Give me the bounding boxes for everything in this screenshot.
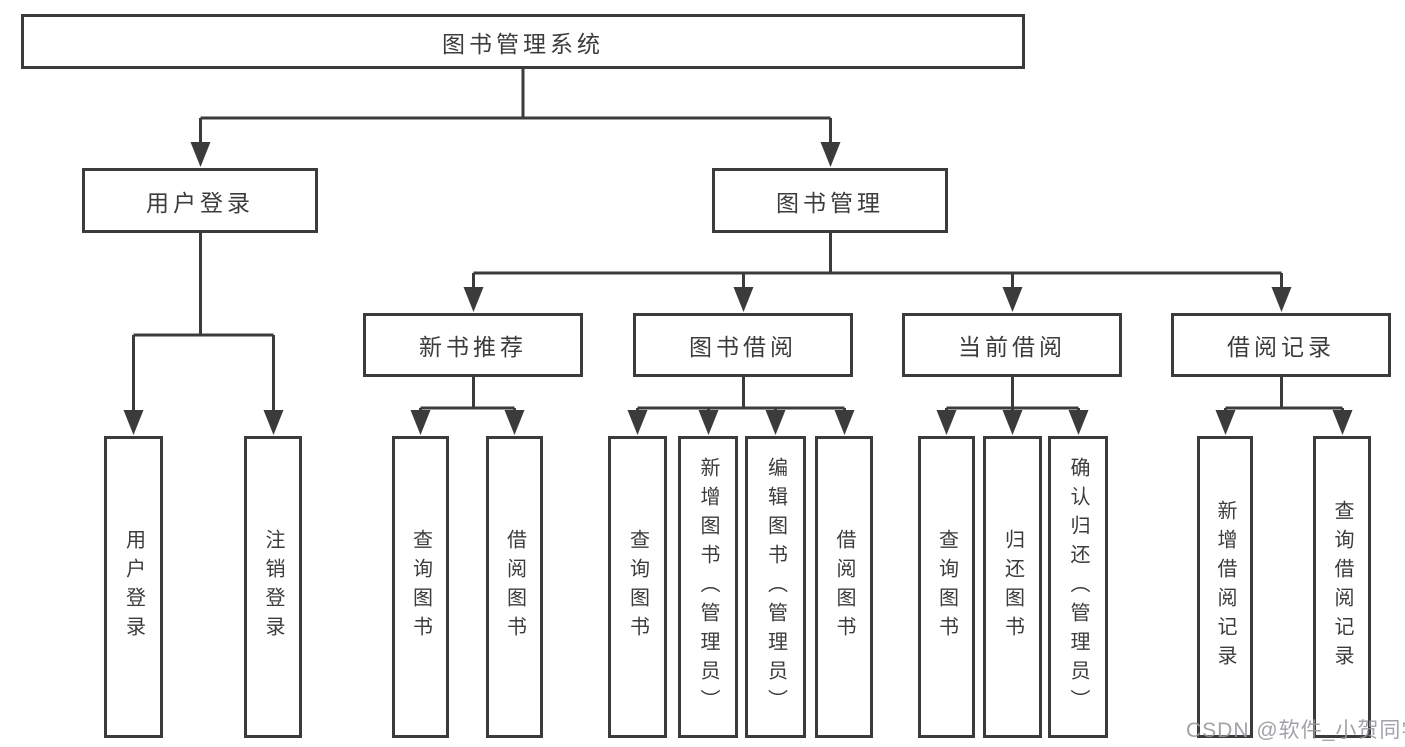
leaf-query-books-current: 查询图书: [918, 436, 975, 738]
arrowheads: [123, 142, 1353, 435]
node-label: 查询借阅记录: [1331, 500, 1353, 674]
arrow-down-icon: [263, 410, 284, 435]
leaf-query-borrow-record: 查询借阅记录: [1313, 436, 1371, 738]
arrow-down-icon: [463, 287, 484, 312]
node-label: 用户登录: [146, 189, 254, 216]
node-book-management: 图书管理: [712, 168, 948, 233]
arrow-down-icon: [1068, 410, 1089, 435]
connector-new-book-recommend: [419, 377, 516, 413]
node-label: 注销登录: [262, 529, 284, 645]
node-label: 查询图书: [409, 529, 432, 645]
arrow-down-icon: [698, 410, 719, 435]
arrow-down-icon: [820, 142, 841, 167]
node-label: 用户登录: [122, 529, 145, 645]
leaf-return-books: 归还图书: [983, 436, 1042, 738]
node-label: 新书推荐: [419, 334, 527, 360]
arrow-down-icon: [733, 287, 754, 312]
arrow-down-icon: [1215, 410, 1236, 435]
node-label: 借阅图书: [503, 529, 526, 645]
connector-user-login: [132, 233, 275, 413]
arrow-down-icon: [504, 410, 525, 435]
node-current-borrow: 当前借阅: [902, 313, 1122, 377]
leaf-confirm-return-admin: 确认归还（管理员）: [1048, 436, 1108, 738]
node-label: 新增图书（管理员）: [697, 456, 719, 718]
leaf-edit-books-admin: 编辑图书（管理员）: [745, 436, 806, 738]
node-label: 查询图书: [626, 529, 649, 645]
connector-borrow-records: [1224, 377, 1344, 413]
leaf-borrow-books-borrow: 借阅图书: [815, 436, 873, 738]
arrow-down-icon: [1332, 410, 1353, 435]
node-label: 归还图书: [1001, 529, 1024, 645]
arrow-down-icon: [1002, 287, 1023, 312]
leaf-query-books-borrow: 查询图书: [608, 436, 667, 738]
connector-book-management: [472, 233, 1283, 290]
arrow-down-icon: [1002, 410, 1023, 435]
csdn-watermark: CSDN @软件_小贺同学: [1186, 719, 1405, 742]
arrow-down-icon: [936, 410, 957, 435]
node-label: 借阅图书: [833, 529, 855, 645]
connector-book-borrow: [636, 377, 846, 413]
arrow-down-icon: [765, 410, 786, 435]
node-label: 借阅记录: [1227, 334, 1335, 360]
leaf-add-borrow-record: 新增借阅记录: [1197, 436, 1253, 738]
arrow-down-icon: [834, 410, 855, 435]
node-label: 图书借阅: [689, 334, 797, 360]
leaf-add-books-admin: 新增图书（管理员）: [678, 436, 738, 738]
node-library-management-system: 图书管理系统: [21, 14, 1025, 69]
arrow-down-icon: [123, 410, 144, 435]
node-label: 图书管理: [776, 189, 884, 216]
node-borrow-records: 借阅记录: [1171, 313, 1391, 377]
node-label: 查询图书: [935, 529, 958, 645]
node-label: 编辑图书（管理员）: [764, 456, 787, 718]
connector-root: [199, 69, 832, 145]
arrow-down-icon: [627, 410, 648, 435]
arrow-down-icon: [410, 410, 431, 435]
node-label: 确认归还（管理员）: [1067, 456, 1089, 718]
leaf-logout: 注销登录: [244, 436, 302, 738]
leaf-borrow-books-recommend: 借阅图书: [486, 436, 543, 738]
connector-current-borrow: [945, 377, 1080, 413]
arrow-down-icon: [1271, 287, 1292, 312]
node-label: 当前借阅: [958, 334, 1066, 360]
leaf-query-books-recommend: 查询图书: [392, 436, 449, 738]
node-label: 新增借阅记录: [1214, 500, 1236, 674]
node-new-book-recommend: 新书推荐: [363, 313, 583, 377]
node-book-borrow: 图书借阅: [633, 313, 853, 377]
node-label: 图书管理系统: [442, 30, 604, 57]
node-user-login: 用户登录: [82, 168, 318, 233]
arrow-down-icon: [190, 142, 211, 167]
leaf-user-login: 用户登录: [104, 436, 163, 738]
